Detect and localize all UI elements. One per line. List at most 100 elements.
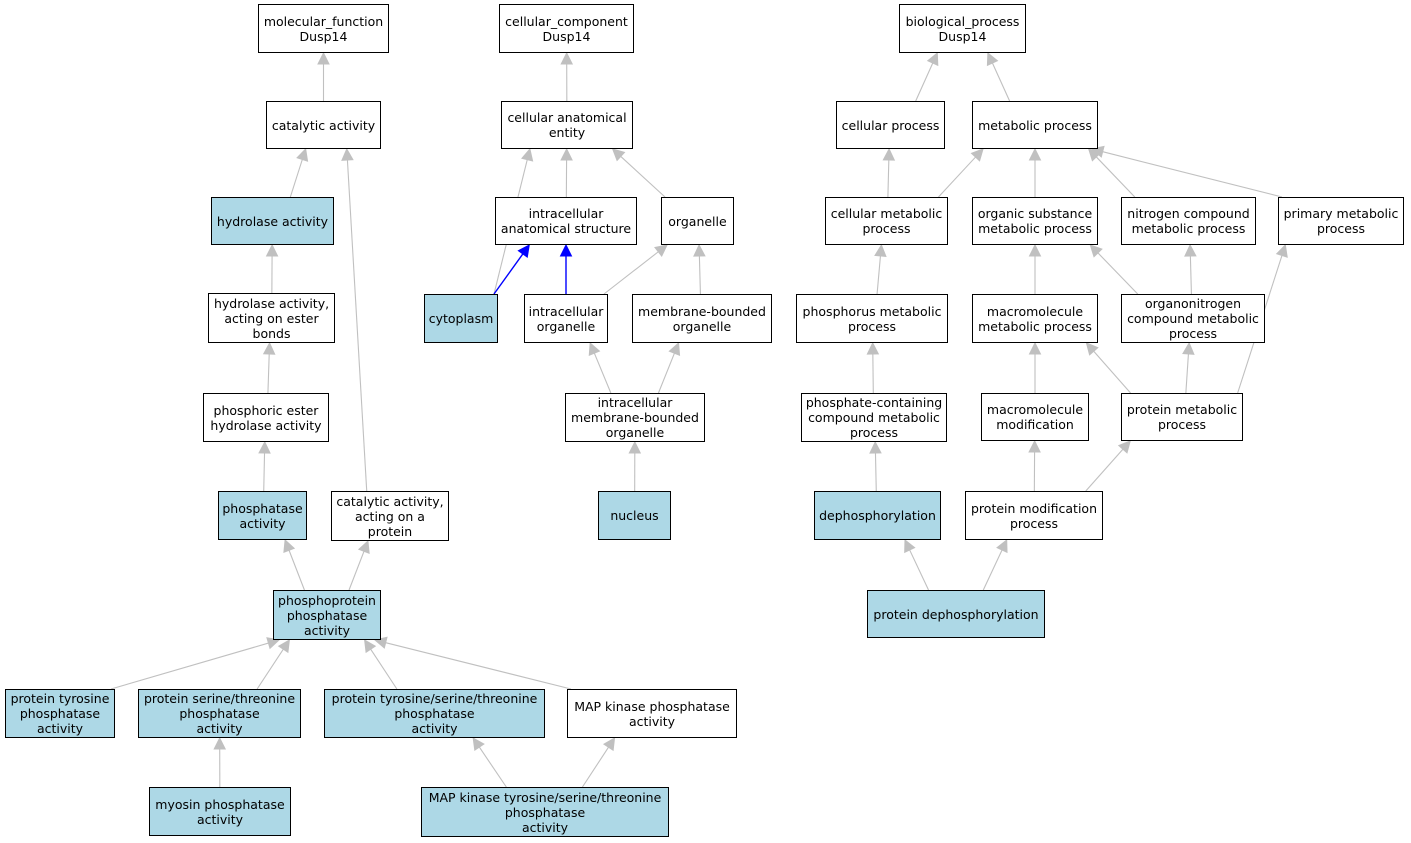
edge-map_kinase_tyr_ser_thr-to-map_kinase_phosphatase [581,746,609,788]
node-intracellular-membrane-bounded-organelle[interactable]: intracellular membrane-bounded organelle [565,393,705,442]
node-organic-substance-metabolic-process[interactable]: organic substance metabolic process [972,197,1098,245]
node-cellular-anatomical-entity[interactable]: cellular anatomical entity [501,101,633,149]
edge-protein_dephosphorylation-to-dephosphorylation [909,549,930,591]
arrowhead-phosphorus_metabolic-to-cellular_metabolic [874,243,887,258]
node-nucleus[interactable]: nucleus [598,491,671,540]
arrowhead-organic_substance_metabolic-to-metabolic_process [1028,147,1042,161]
node-protein-metabolic-process[interactable]: protein metabolic process [1121,393,1243,441]
node-organonitrogen-compound-metabolic-process[interactable]: organonitrogen compound metabolic proces… [1121,294,1265,343]
arrowhead-membrane_bounded_organelle-to-organelle [693,243,706,257]
node-map-kinase-tyrosine-serine-threonine-phosphatase[interactable]: MAP kinase tyrosine/serine/threonine pho… [421,787,669,837]
edge-protein_ser_thr_phosphatase-to-phosphoprotein_phosphatase [256,648,284,690]
node-protein-modification-process[interactable]: protein modification process [965,491,1103,540]
arrowhead-protein_dephosphorylation-to-protein_modification [996,538,1008,554]
node-protein-serine-threonine-phosphatase[interactable]: protein serine/threonine phosphatase act… [138,689,301,738]
node-organelle[interactable]: organelle [661,197,734,245]
edge-phosphoprotein_phosphatase-to-catalytic_protein [348,551,365,591]
edge-organonitrogen_metabolic-to-organic_substance_metabolic [1097,252,1139,295]
edge-primary_metabolic-to-metabolic_process [1102,151,1283,198]
arrowhead-phosphoprotein_phosphatase-to-phosphatase [283,538,296,554]
edge-map_kinase_phosphatase-to-phosphoprotein_phosphatase [385,642,572,690]
arrowhead-organonitrogen_metabolic-to-nitrogen_compound_metabolic [1184,243,1197,257]
node-metabolic-process[interactable]: metabolic process [972,101,1098,149]
edge-organonitrogen_metabolic-to-nitrogen_compound_metabolic [1189,255,1192,295]
arrowhead-hydrolase-to-catalytic [296,147,309,162]
arrowhead-protein_ser_thr_phosphatase-to-phosphoprotein_phosphatase [277,639,290,654]
node-cellular-process[interactable]: cellular process [836,101,945,149]
node-biological-process-root[interactable]: biological_process Dusp14 [899,4,1026,53]
arrowhead-cellular_anatomical_entity-to-cc_root [560,51,574,65]
node-dephosphorylation[interactable]: dephosphorylation [814,491,941,540]
node-membrane-bounded-organelle[interactable]: membrane-bounded organelle [632,294,772,343]
arrowhead-cellular_process-to-bp_root [926,51,939,67]
node-map-kinase-phosphatase[interactable]: MAP kinase phosphatase activity [567,689,737,738]
arrowhead-cytoplasm-to-intracellular_anatomical [517,244,530,259]
arrowhead-primary_metabolic-to-metabolic_process [1090,145,1105,158]
node-catalytic-activity-on-protein[interactable]: catalytic activity, acting on a protein [331,491,449,541]
node-phosphate-containing-compound-metabolic-process[interactable]: phosphate-containing compound metabolic … [801,393,947,442]
edge-dephosphorylation-to-phosphate_containing [874,452,877,492]
edge-intracellular_organelle-to-organelle [603,251,659,295]
arrowhead-macromolecule_metabolic-to-organic_substance_metabolic [1028,243,1042,257]
edge-cellular_metabolic-to-metabolic_process [938,156,976,198]
node-protein-dephosphorylation[interactable]: protein dephosphorylation [867,590,1045,638]
arrowhead-protein_metabolic-to-primary_metabolic [1275,243,1288,258]
arrowhead-organelle-to-cellular_anatomical_entity [611,148,626,162]
arrowhead-protein_metabolic-to-organonitrogen_metabolic [1182,341,1195,355]
edge-protein_metabolic-to-macromolecule_metabolic [1093,350,1131,394]
edge-phosphatase-to-phosphoric_ester [263,452,266,492]
node-phosphoric-ester-hydrolase[interactable]: phosphoric ester hydrolase activity [203,393,329,442]
node-nitrogen-compound-metabolic-process[interactable]: nitrogen compound metabolic process [1121,197,1256,245]
node-cytoplasm[interactable]: cytoplasm [424,294,498,343]
arrowhead-phosphate_containing-to-phosphorus_metabolic [866,341,880,355]
node-catalytic-activity[interactable]: catalytic activity [266,101,381,149]
edge-intracellular_membrane_bounded-to-membrane_bounded_organelle [657,353,675,394]
edge-intracellular_membrane_bounded-to-intracellular_organelle [593,352,612,394]
arrowhead-catalytic_protein-to-catalytic [341,147,354,161]
node-hydrolase-activity-ester-bonds[interactable]: hydrolase activity, acting on ester bond… [208,293,335,343]
node-protein-tyrosine-phosphatase[interactable]: protein tyrosine phosphatase activity [5,689,115,738]
node-phosphorus-metabolic-process[interactable]: phosphorus metabolic process [796,294,948,343]
edge-phosphoric_ester-to-hydrolase_ester [267,353,270,394]
node-protein-tyrosine-serine-threonine-phosphatase[interactable]: protein tyrosine/serine/threonine phosph… [324,689,545,738]
arrowhead-intracellular_organelle-to-organelle [654,244,668,258]
arrowhead-cytoplasm-to-cellular_anatomical_entity [521,147,534,162]
node-phosphatase-activity[interactable]: phosphatase activity [218,491,307,540]
edge-hydrolase-to-catalytic [289,159,303,198]
node-hydrolase-activity[interactable]: hydrolase activity [211,197,334,245]
edge-phosphoprotein_phosphatase-to-phosphatase [288,550,305,591]
edge-cellular_metabolic-to-cellular_process [887,159,890,198]
arrowhead-protein_tyr_ser_thr_phosphatase-to-phosphoprotein_phosphatase [364,639,377,654]
node-cellular-component-root[interactable]: cellular_component Dusp14 [499,4,634,53]
node-macromolecule-modification[interactable]: macromolecule modification [981,393,1089,441]
edge-organelle-to-cellular_anatomical_entity [620,156,666,198]
arrowhead-intracellular_anatomical-to-cellular_anatomical_entity [560,147,573,161]
node-intracellular-anatomical-structure[interactable]: intracellular anatomical structure [495,197,637,245]
edge-protein_tyrosine_phosphatase-to-phosphoprotein_phosphatase [110,642,269,690]
arrowhead-map_kinase_tyr_ser_thr-to-map_kinase_phosphatase [602,737,616,752]
node-phosphoprotein-phosphatase[interactable]: phosphoprotein phosphatase activity [273,590,381,640]
node-macromolecule-metabolic-process[interactable]: macromolecule metabolic process [972,294,1098,343]
node-myosin-phosphatase[interactable]: myosin phosphatase activity [149,787,291,836]
node-molecular-function-root[interactable]: molecular_function Dusp14 [258,4,389,53]
edge-nitrogen_compound_metabolic-to-metabolic_process [1095,156,1136,198]
arrowhead-protein_tyrosine_phosphatase-to-phosphoprotein_phosphatase [266,637,281,650]
node-primary-metabolic-process[interactable]: primary metabolic process [1278,197,1404,245]
arrowhead-nucleus-to-intracellular_membrane_bounded [628,440,642,454]
arrowhead-map_kinase_tyr_ser_thr-to-protein_tyr_ser_thr_phosphatase [472,737,485,752]
node-cellular-metabolic-process[interactable]: cellular metabolic process [825,197,948,245]
arrowhead-map_kinase_phosphatase-to-phosphoprotein_phosphatase [373,636,388,649]
edge-cellular_process-to-bp_root [915,62,934,102]
edge-cytoplasm-to-intracellular_anatomical [493,253,524,295]
edge-metabolic_process-to-bp_root [991,62,1011,102]
arrowhead-phosphoric_ester-to-hydrolase_ester [262,341,276,355]
arrowhead-myosin_phosphatase-to-protein_ser_thr_phosphatase [213,736,227,750]
node-intracellular-organelle[interactable]: intracellular organelle [524,294,608,343]
edge-membrane_bounded_organelle-to-organelle [698,255,701,295]
edge-protein_metabolic-to-organonitrogen_metabolic [1185,353,1189,394]
edge-protein_tyr_ser_thr_phosphatase-to-phosphoprotein_phosphatase [370,648,398,690]
arrowhead-intracellular_organelle-to-intracellular_anatomical [559,243,573,257]
arrowhead-intracellular_membrane_bounded-to-membrane_bounded_organelle [668,341,681,357]
